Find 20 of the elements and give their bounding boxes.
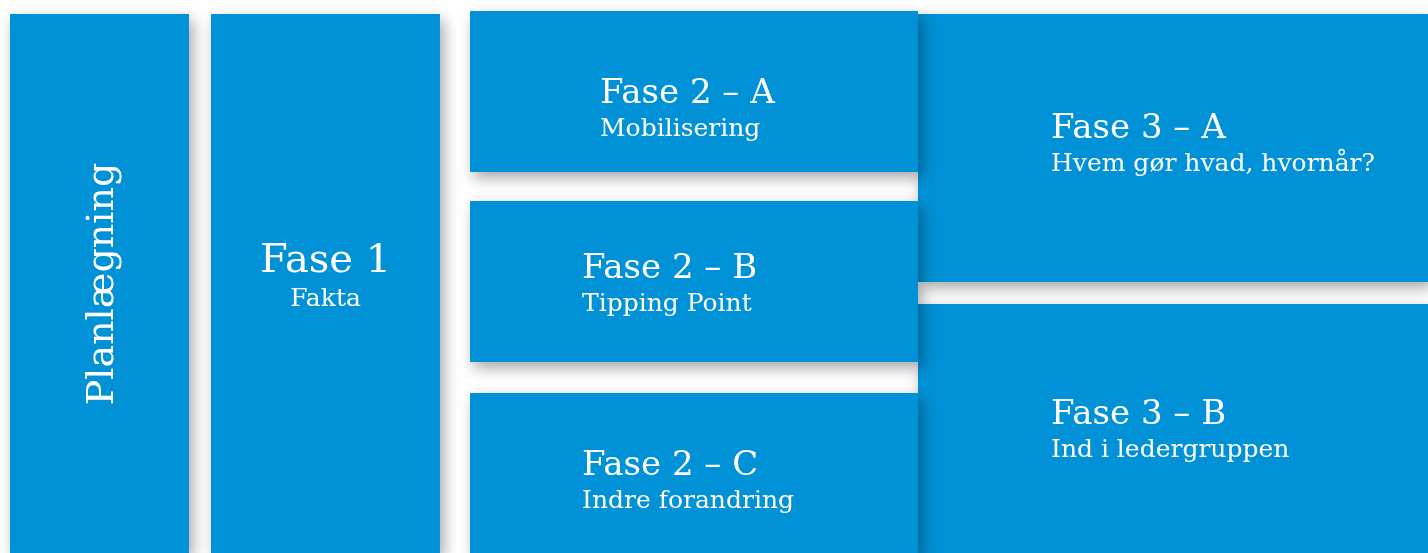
phase-heading: Fase 2 – A — [600, 71, 776, 112]
phase-block — [918, 304, 1428, 553]
phase-heading: Fase 1 — [258, 234, 393, 282]
phase-heading: Fase 3 – B — [1051, 392, 1228, 433]
phase-block — [918, 14, 1428, 282]
phase-block — [470, 393, 918, 553]
phase-block — [470, 11, 918, 172]
phase-heading: Planlægning — [77, 162, 122, 405]
phase-heading: Fase 2 – B — [582, 246, 759, 287]
phase-subtitle: Tipping Point — [582, 286, 753, 319]
phase-heading: Fase 2 – C — [582, 443, 760, 484]
phase-block — [10, 14, 189, 553]
phase-subtitle: Mobilisering — [600, 111, 762, 144]
phase-subtitle: Fakta — [289, 282, 362, 314]
phase-block — [211, 14, 440, 553]
phase-subtitle: Hvem gør hvad, hvornår? — [1051, 146, 1376, 179]
phase-heading: Fase 3 – A — [1051, 106, 1227, 147]
phase-subtitle: Ind i ledergruppen — [1051, 432, 1291, 465]
phase-block — [470, 201, 918, 362]
phase-subtitle: Indre forandring — [582, 483, 795, 516]
